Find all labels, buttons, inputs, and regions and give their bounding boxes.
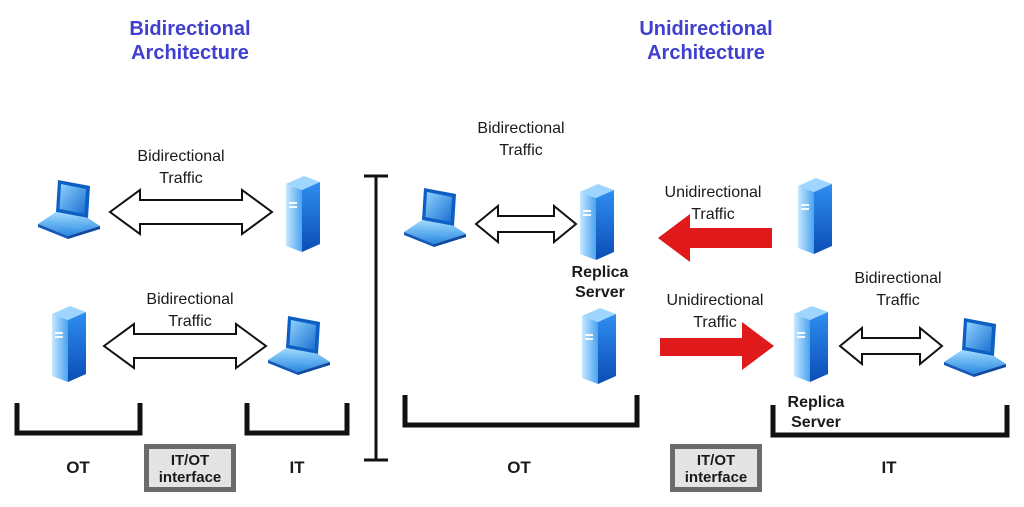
zone-label-ot: OT (66, 458, 90, 477)
laptop-icon (267, 315, 331, 376)
replica-server-label: Replica Server (571, 264, 629, 301)
bidirectional-arrow (108, 188, 274, 236)
traffic-label: Bidirectional Traffic (477, 120, 565, 159)
bidirectional-arrow (838, 325, 944, 367)
it-bracket (770, 405, 1010, 438)
server-icon (798, 178, 832, 254)
bidirectional-arrow (474, 203, 578, 245)
server-icon (580, 184, 614, 260)
traffic-label: Bidirectional Traffic (137, 148, 225, 187)
it-bracket (244, 403, 350, 436)
laptop-icon (403, 187, 467, 248)
server-icon (52, 306, 86, 382)
server-icon (794, 306, 828, 382)
laptop-icon (37, 179, 101, 240)
it-ot-interface-box: IT/OT interface (670, 444, 762, 492)
section-divider (364, 174, 388, 462)
left-architecture-title: Bidirectional Architecture (129, 18, 251, 64)
it-ot-interface-box: IT/OT interface (144, 444, 236, 492)
server-icon (582, 308, 616, 384)
zone-label-it: IT (289, 458, 305, 477)
ot-bracket (402, 395, 640, 428)
zone-label-ot: OT (507, 458, 531, 477)
zone-label-it: IT (881, 458, 897, 477)
ot-bracket (14, 403, 143, 436)
laptop-icon (943, 317, 1007, 378)
replica-server-label: Replica Server (787, 394, 845, 431)
traffic-label: Bidirectional Traffic (854, 270, 942, 309)
traffic-label: Unidirectional Traffic (666, 292, 764, 331)
unidirectional-arrow-left (658, 214, 772, 262)
bidirectional-arrow (102, 322, 268, 370)
right-architecture-title: Unidirectional Architecture (639, 18, 773, 64)
traffic-label: Bidirectional Traffic (146, 291, 234, 330)
traffic-label: Unidirectional Traffic (664, 184, 762, 223)
server-icon (286, 176, 320, 252)
unidirectional-arrow-right (660, 322, 774, 370)
